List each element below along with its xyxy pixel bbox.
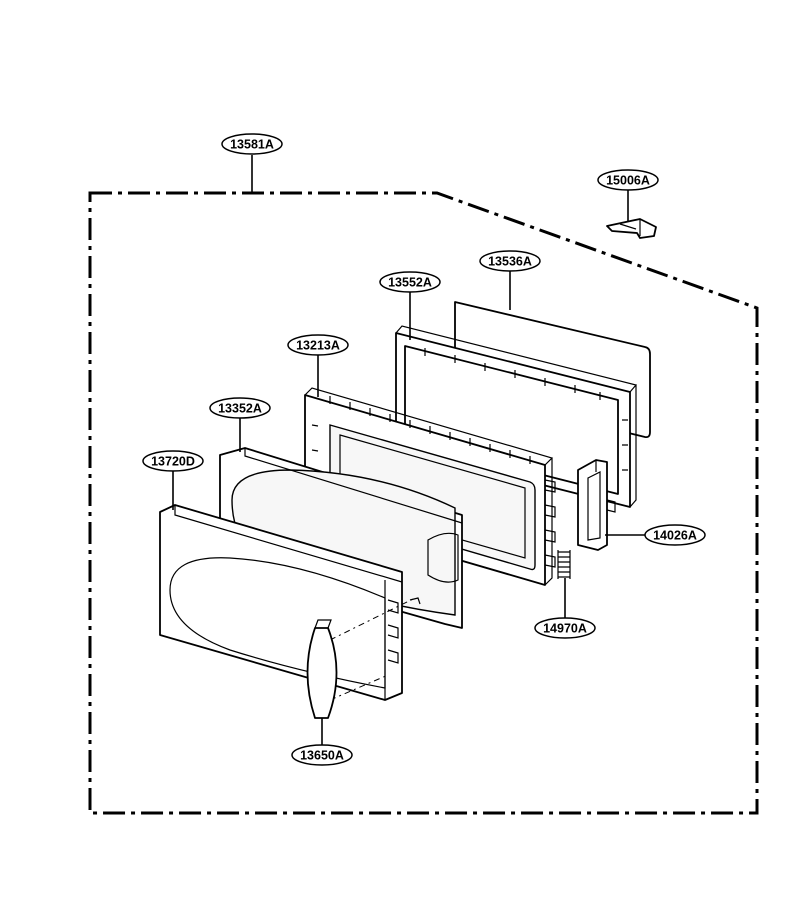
- callout-13650A: 13650A: [291, 744, 353, 766]
- callout-13213A-label: 13213A: [296, 339, 340, 353]
- part-14026A-latch-bracket: [577, 459, 616, 551]
- part-13552A-inner-frame: [395, 325, 638, 508]
- part-13720D-door-front: [159, 504, 416, 701]
- callout-13536A-label: 13536A: [488, 255, 532, 269]
- callout-13720D-label: 13720D: [151, 455, 195, 469]
- callout-15006A: 15006A: [597, 169, 659, 191]
- callout-14026A-label: 14026A: [653, 529, 697, 543]
- callout-13552A: 13552A: [379, 271, 441, 293]
- callout-13213A: 13213A: [287, 334, 349, 356]
- callout-14026A: 14026A: [644, 524, 706, 546]
- callout-13536A: 13536A: [479, 250, 541, 272]
- callout-13352A: 13352A: [209, 397, 271, 419]
- leader-lines: [172, 155, 645, 745]
- callout-14970A-label: 14970A: [543, 622, 587, 636]
- callout-13650A-label: 13650A: [300, 749, 344, 763]
- callout-13581A: 13581A: [221, 133, 283, 155]
- callout-13552A-label: 13552A: [388, 276, 432, 290]
- part-14970A-spring: [557, 550, 571, 579]
- callout-13581A-label: 13581A: [230, 138, 274, 152]
- callout-13352A-label: 13352A: [218, 402, 262, 416]
- callout-15006A-label: 15006A: [606, 174, 650, 188]
- callout-13720D: 13720D: [142, 450, 204, 472]
- part-15006A-clip: [606, 218, 657, 239]
- part-13213A-door-panel: [304, 387, 556, 586]
- callout-14970A: 14970A: [534, 617, 596, 639]
- part-13650A-handle: [306, 619, 338, 719]
